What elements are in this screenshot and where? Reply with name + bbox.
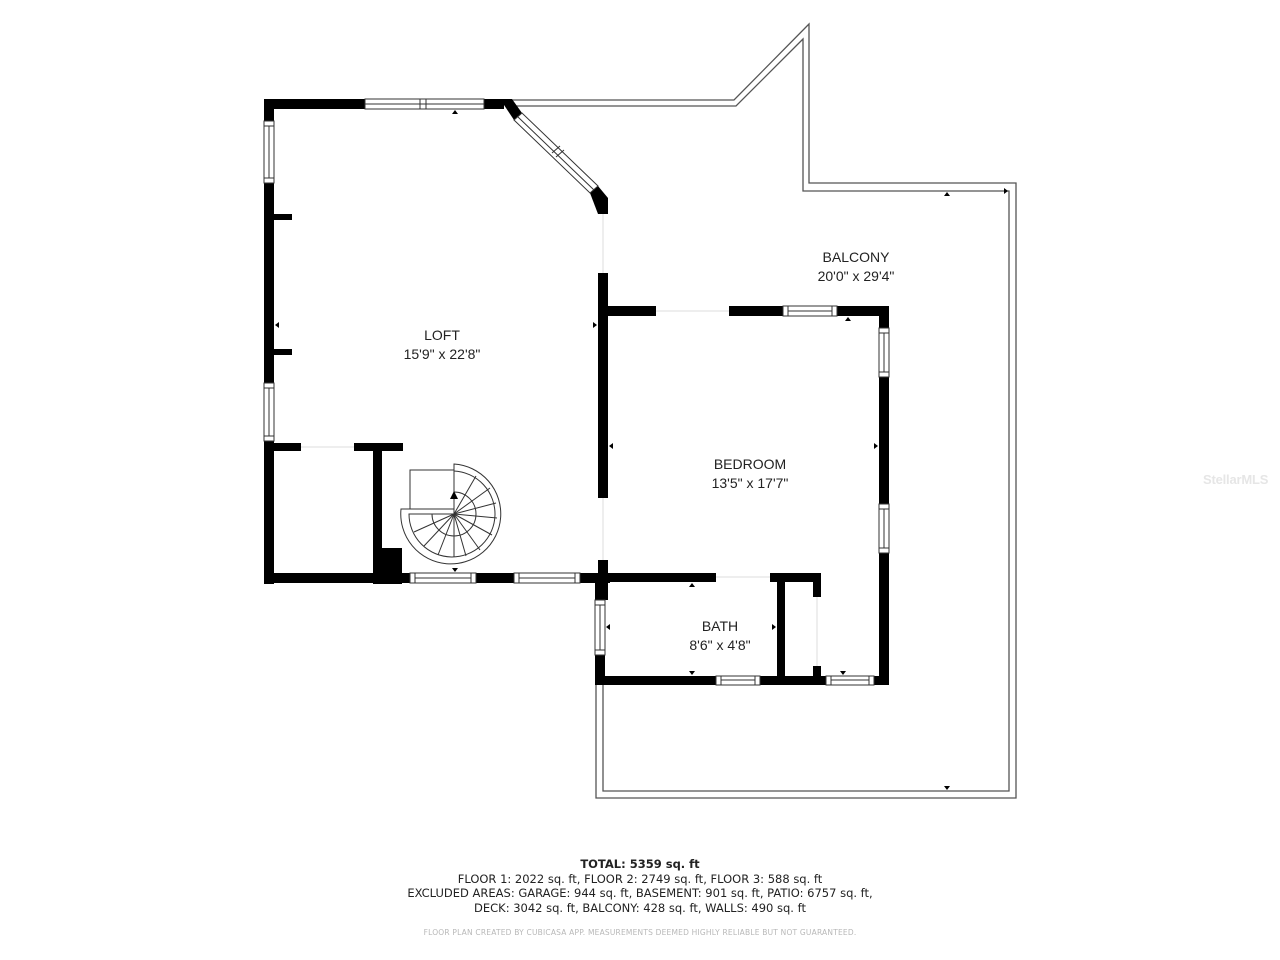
bedroom-windows [782,305,890,554]
loft-left-windows [263,120,275,442]
excluded-areas-line-2: DECK: 3042 sq. ft, BALCONY: 428 sq. ft, … [474,900,806,915]
dimension-markers [275,110,1008,790]
room-dimensions: 20'0" x 29'4" [817,268,895,284]
disclaimer: FLOOR PLAN CREATED BY CUBICASA APP. MEAS… [423,928,857,937]
room-dimensions: 15'9" x 22'8" [403,346,481,362]
spiral-staircase [400,463,502,565]
room-name: LOFT [424,327,460,343]
bedroom-openings [602,214,818,666]
room-label-bedroom: BEDROOM 13'5" x 17'7" [712,455,789,493]
excluded-areas-line-1: EXCLUDED AREAS: GARAGE: 944 sq. ft, BASE… [407,886,873,900]
room-label-loft: LOFT 15'9" x 22'8" [404,326,481,364]
area-summary: TOTAL: 5359 sq. ft FLOOR 1: 2022 sq. ft,… [0,857,1280,915]
room-label-bath: BATH 8'6" x 4'8" [689,617,750,655]
bath-windows [594,599,875,686]
watermark: StellarMLS [1203,472,1269,487]
room-name: BALCONY [822,249,890,265]
loft-bottom-windows [409,572,581,584]
room-label-balcony: BALCONY 20'0" x 29'4" [818,248,895,286]
floor-areas: FLOOR 1: 2022 sq. ft, FLOOR 2: 2749 sq. … [457,871,823,886]
room-name: BATH [701,618,739,634]
room-dimensions: 8'6" x 4'8" [689,637,751,653]
bedroom-walls [595,198,889,685]
loft-diagonal-window [513,112,599,194]
balcony-railing [500,22,1017,799]
loft-top-window [364,98,485,110]
room-dimensions: 13'5" x 17'7" [711,475,789,491]
room-name: BEDROOM [713,456,787,472]
loft-walls [264,99,610,584]
total-area: TOTAL: 5359 sq. ft [580,857,700,871]
